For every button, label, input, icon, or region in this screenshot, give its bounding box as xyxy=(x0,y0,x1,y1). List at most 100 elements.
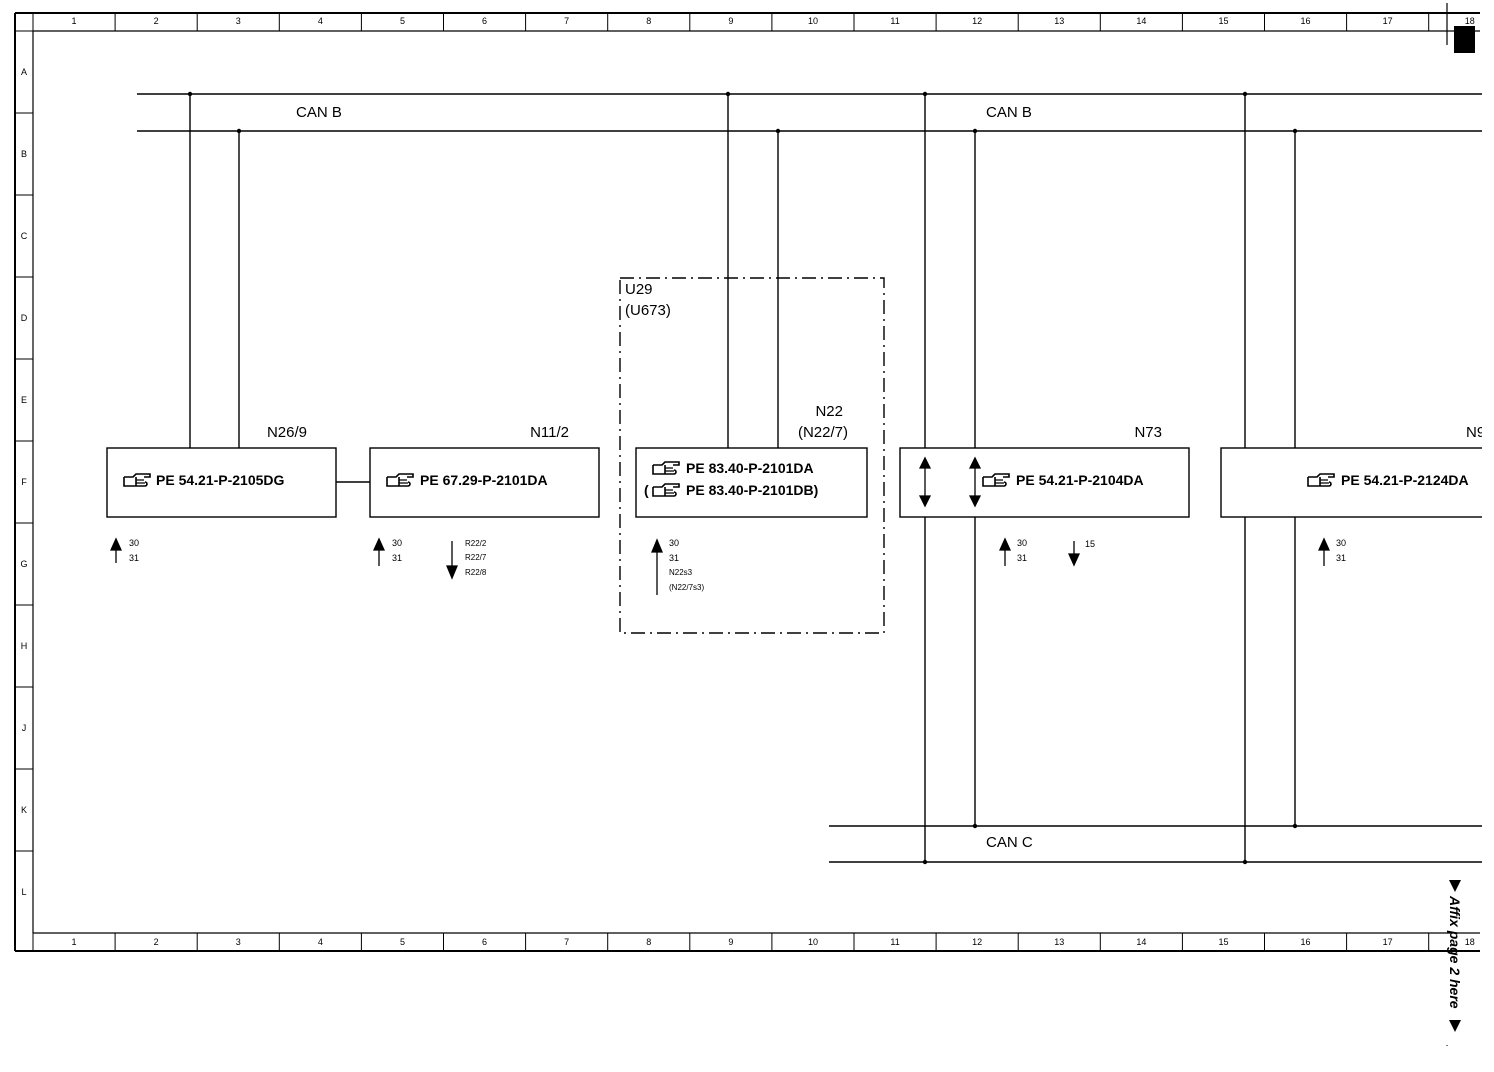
column-number: 1 xyxy=(72,16,77,26)
pe-ref-n22-7[interactable]: PE 83.40-P-2101DB) xyxy=(686,482,818,498)
column-number: 10 xyxy=(808,937,818,947)
affix-note-text: Affix page 2 here xyxy=(1447,895,1463,1009)
bidirectional-arrow-icon xyxy=(918,456,982,508)
row-letter: E xyxy=(21,395,27,405)
module-n11-2-label: N11/2 xyxy=(530,424,569,441)
module-n22-label: N22 xyxy=(815,403,843,420)
module-boxes xyxy=(106,447,1485,518)
signal-label: 30 xyxy=(1336,538,1346,548)
column-number: 3 xyxy=(236,16,241,26)
module-n73-label: N73 xyxy=(1134,424,1162,441)
column-number: 18 xyxy=(1465,937,1475,947)
pointing-hand-icon xyxy=(123,473,151,487)
column-number: 14 xyxy=(1136,937,1146,947)
pe-ref-n22-open-paren: ( xyxy=(644,482,649,498)
column-number: 6 xyxy=(482,937,487,947)
column-number: 5 xyxy=(400,937,405,947)
column-number: 2 xyxy=(154,937,159,947)
signal-label: 30 xyxy=(392,538,402,548)
column-number: 13 xyxy=(1054,16,1064,26)
signal-label: R22/2 xyxy=(465,539,487,548)
column-number: 12 xyxy=(972,937,982,947)
triangle-down-icon xyxy=(1449,880,1461,892)
signal-label: 31 xyxy=(129,553,139,563)
pe-ref-n22[interactable]: PE 83.40-P-2101DA xyxy=(686,460,814,476)
drawing-frame xyxy=(14,3,1480,952)
row-ticks xyxy=(15,30,33,852)
row-letter: J xyxy=(22,723,27,733)
signal-label: 30 xyxy=(1017,538,1027,548)
can-c-bus xyxy=(829,825,1482,863)
column-number: 7 xyxy=(564,937,569,947)
signal-label: 31 xyxy=(1336,553,1346,563)
column-number: 15 xyxy=(1218,16,1228,26)
can-b-bus xyxy=(137,93,1482,132)
column-number: 8 xyxy=(646,16,651,26)
row-letter: K xyxy=(21,805,27,815)
row-letter: L xyxy=(21,887,26,897)
u29-label: U29 xyxy=(625,281,653,298)
column-number: 6 xyxy=(482,16,487,26)
column-number: 4 xyxy=(318,16,323,26)
signal-arrows xyxy=(109,537,1331,595)
pe-ref-n26-9[interactable]: PE 54.21-P-2105DG xyxy=(156,472,285,488)
column-number: 14 xyxy=(1136,16,1146,26)
column-number: 10 xyxy=(808,16,818,26)
column-number: 16 xyxy=(1301,16,1311,26)
signal-label: R22/8 xyxy=(465,568,487,577)
module-n9-box xyxy=(1220,447,1485,518)
row-letter: C xyxy=(21,231,28,241)
module-n22-box xyxy=(635,447,868,518)
signal-label: 15 xyxy=(1085,539,1095,549)
column-number: 9 xyxy=(728,16,733,26)
signal-label: 30 xyxy=(129,538,139,548)
u673-label: (U673) xyxy=(625,302,671,319)
column-number: 11 xyxy=(890,16,899,26)
u29-group-box xyxy=(619,277,885,634)
signal-label: 31 xyxy=(392,553,402,563)
row-letter: G xyxy=(20,559,27,569)
can-b-label-left: CAN B xyxy=(296,104,342,121)
module-n9-label: N9 xyxy=(1466,424,1485,441)
column-number: 8 xyxy=(646,937,651,947)
row-letter: H xyxy=(21,641,28,651)
signal-label: 31 xyxy=(669,553,679,563)
pe-ref-n11-2[interactable]: PE 67.29-P-2101DA xyxy=(420,472,548,488)
column-number: 1 xyxy=(72,937,77,947)
triangle-down-icon xyxy=(1449,1020,1461,1032)
pointing-hand-icon xyxy=(652,483,680,497)
column-number: 15 xyxy=(1218,937,1228,947)
column-labels: 1122334455667788991010111112121313141415… xyxy=(72,16,1475,947)
signal-label: 31 xyxy=(1017,553,1027,563)
module-n73-box xyxy=(899,447,1190,518)
module-n26-9-label: N26/9 xyxy=(267,424,307,441)
signal-label: R22/7 xyxy=(465,553,487,562)
module-n22-7-label: (N22/7) xyxy=(798,424,848,441)
column-number: 9 xyxy=(728,937,733,947)
signal-label: 30 xyxy=(669,538,679,548)
signal-label: N22s3 xyxy=(669,568,693,577)
column-number: 17 xyxy=(1383,16,1393,26)
column-number: 17 xyxy=(1383,937,1393,947)
pointing-hand-icon xyxy=(1307,473,1335,487)
row-letter: B xyxy=(21,149,27,159)
column-number: 18 xyxy=(1465,16,1475,26)
registration-mark xyxy=(1454,26,1475,53)
pointing-hand-icon xyxy=(652,461,680,475)
pointing-hand-icon xyxy=(982,473,1010,487)
column-number: 5 xyxy=(400,16,405,26)
pointing-hand-icon xyxy=(386,473,414,487)
row-letter: D xyxy=(21,313,28,323)
column-number: 16 xyxy=(1301,937,1311,947)
junction-dots xyxy=(187,91,1298,865)
column-number: 11 xyxy=(890,937,899,947)
can-c-label: CAN C xyxy=(986,834,1033,851)
column-number: 7 xyxy=(564,16,569,26)
signal-label: (N22/7s3) xyxy=(669,583,704,592)
column-number: 13 xyxy=(1054,937,1064,947)
column-number: 3 xyxy=(236,937,241,947)
pe-ref-n73[interactable]: PE 54.21-P-2104DA xyxy=(1016,472,1144,488)
row-letter: A xyxy=(21,67,27,77)
pe-ref-n9[interactable]: PE 54.21-P-2124DA xyxy=(1341,472,1469,488)
